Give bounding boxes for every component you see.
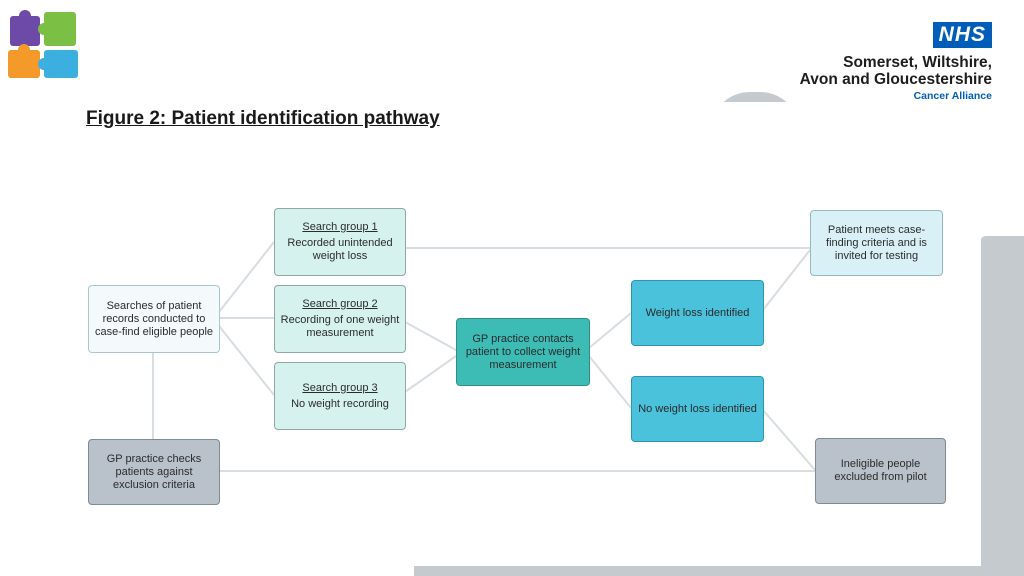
puzzle-logo-icon [8,10,78,78]
node-searches: Searches of patient records conducted to… [88,285,220,353]
nhs-branding: NHS Somerset, Wiltshire, Avon and Glouce… [800,22,992,102]
node-ineligible: Ineligible people excluded from pilot [815,438,946,504]
nhs-logo: NHS [932,22,992,48]
figure-title: Figure 2: Patient identification pathway [86,108,440,129]
connector-group3-gpcontacts [404,355,457,393]
connector-searches-group1 [218,241,275,313]
node-meets-criteria: Patient meets case-finding criteria and … [810,210,943,276]
node-weight-loss-text: Weight loss identified [645,306,750,319]
node-no-weight-loss: No weight loss identified [631,376,764,442]
connector-gpcontacts-noweightloss [588,355,632,409]
node-search-group-3-body: No weight recording [291,397,389,410]
node-gp-checks: GP practice checks patients against excl… [88,439,220,505]
node-no-weight-loss-text: No weight loss identified [638,402,757,415]
node-search-group-2: Search group 2 Recording of one weight m… [274,285,406,353]
node-meets-criteria-text: Patient meets case-finding criteria and … [826,223,927,262]
node-search-group-1-body: Recorded unintended weight loss [287,237,393,262]
connector-noweightloss-ineligible [762,409,816,471]
connector-searches-group3 [218,325,275,396]
background-shape-right [980,236,1024,576]
node-gp-contacts-text: GP practice contacts patient to collect … [465,332,581,371]
org-subtitle: Cancer Alliance [913,90,992,102]
node-search-group-1: Search group 1 Recorded unintended weigh… [274,208,406,276]
node-gp-checks-text: GP practice checks patients against excl… [106,452,202,491]
node-gp-contacts: GP practice contacts patient to collect … [456,318,590,386]
org-name-line2: Avon and Gloucestershire [799,71,992,88]
connector-group2-gpcontacts [404,321,457,351]
node-ineligible-text: Ineligible people excluded from pilot [834,458,927,483]
org-name-line1: Somerset, Wiltshire, [843,54,992,71]
node-search-group-3-title: Search group 3 [302,381,378,394]
node-search-group-1-title: Search group 1 [302,221,378,233]
node-search-group-3: Search group 3 No weight recording [274,362,406,430]
connector-weightloss-meets [762,249,811,311]
node-search-group-2-body: Recording of one weight measurement [280,314,400,339]
node-search-group-2-title: Search group 2 [302,298,378,310]
node-searches-text: Searches of patient records conducted to… [94,299,214,338]
node-weight-loss: Weight loss identified [631,280,764,346]
connector-gpcontacts-weightloss [588,312,632,349]
